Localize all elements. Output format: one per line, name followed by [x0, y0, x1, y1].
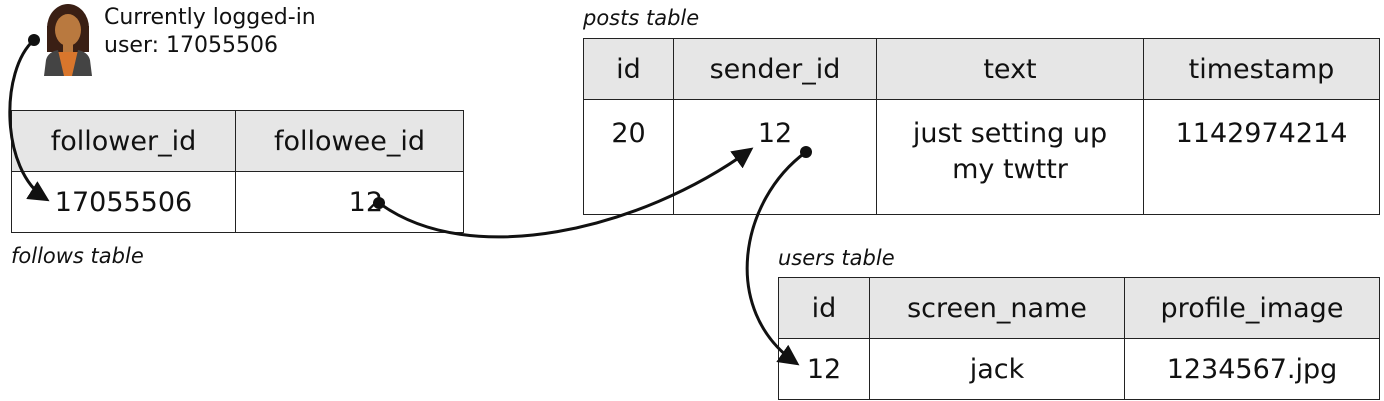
posts-cell-id: 20 — [583, 99, 674, 215]
users-cell-screen-name: jack — [869, 338, 1125, 400]
person-avatar-icon — [44, 4, 92, 76]
table-row: 17055506 12 — [11, 171, 464, 233]
user-avatar — [40, 2, 96, 76]
follows-col-followee-id: followee_id — [235, 110, 464, 172]
posts-col-id: id — [583, 38, 674, 100]
posts-col-timestamp: timestamp — [1143, 38, 1380, 100]
users-col-screen-name: screen_name — [869, 277, 1125, 339]
users-cell-id: 12 — [778, 338, 870, 400]
posts-cell-text: just setting up my twttr — [876, 99, 1144, 215]
posts-col-sender-id: sender_id — [673, 38, 877, 100]
follows-header-row: follower_id followee_id — [11, 110, 464, 172]
posts-header-row: id sender_id text timestamp — [583, 38, 1380, 100]
follows-col-follower-id: follower_id — [11, 110, 236, 172]
follows-table: follower_id followee_id 17055506 12 — [11, 110, 464, 233]
posts-col-text: text — [876, 38, 1144, 100]
posts-cell-timestamp: 1142974214 — [1143, 99, 1380, 215]
users-table: id screen_name profile_image 12 jack 123… — [778, 277, 1380, 400]
table-row: 20 12 just setting up my twttr 114297421… — [583, 99, 1380, 215]
users-header-row: id screen_name profile_image — [778, 277, 1380, 339]
posts-caption: posts table — [583, 6, 700, 30]
user-label-line2: user: 17055506 — [104, 33, 278, 58]
users-col-id: id — [778, 277, 870, 339]
posts-cell-sender-id: 12 — [673, 99, 877, 215]
users-caption: users table — [778, 246, 895, 270]
follows-cell-follower-id: 17055506 — [11, 171, 236, 233]
follows-caption: follows table — [11, 244, 144, 268]
users-col-profile-image: profile_image — [1124, 277, 1380, 339]
table-row: 12 jack 1234567.jpg — [778, 338, 1380, 400]
user-label-line1: Currently logged-in — [104, 5, 316, 30]
posts-table: id sender_id text timestamp 20 12 just s… — [583, 38, 1380, 215]
users-cell-profile-image: 1234567.jpg — [1124, 338, 1380, 400]
user-label: Currently logged-in user: 17055506 — [104, 4, 316, 60]
follows-cell-followee-id: 12 — [235, 171, 464, 233]
